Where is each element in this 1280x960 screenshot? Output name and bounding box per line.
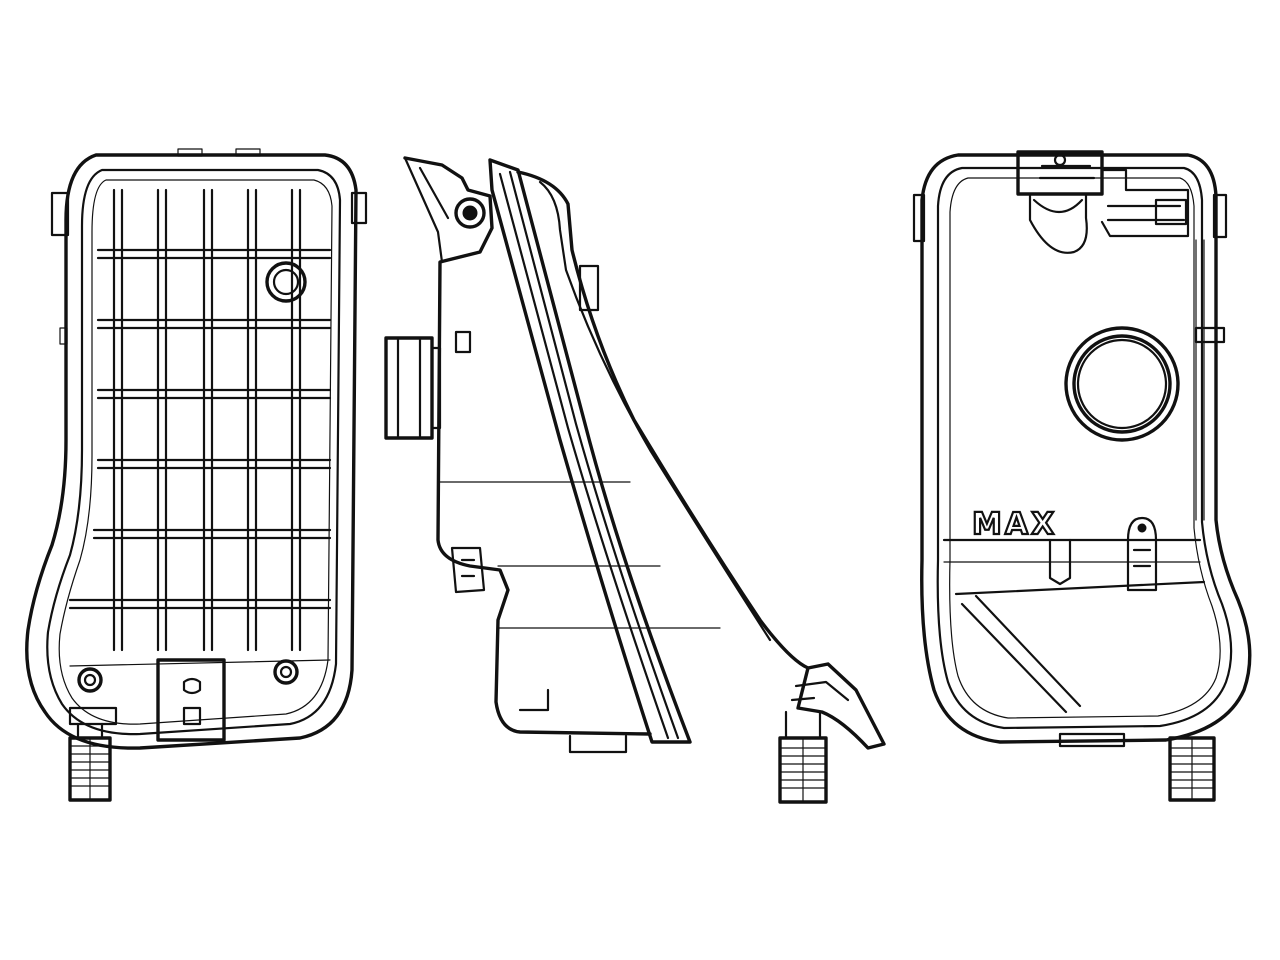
- front-inner-shell: [46, 168, 342, 736]
- side-small-clip: [454, 330, 472, 354]
- rear-bracket-clip: [1154, 198, 1188, 226]
- front-inner-shell-2: [58, 179, 333, 725]
- side-bolt-inner: [462, 205, 478, 221]
- rear-outer-shell: [920, 153, 1252, 744]
- front-top-tab-1: [177, 148, 203, 157]
- side-shell-clip: [578, 264, 600, 312]
- side-outlet-pipe: [778, 710, 828, 804]
- front-grid-vertical-ribs: [112, 188, 302, 652]
- front-mount-left-inner: [83, 673, 97, 687]
- side-duct-inner-2: [508, 170, 680, 740]
- side-right-nozzle-inner: [790, 680, 850, 702]
- side-bottom-tab: [518, 688, 628, 754]
- front-outer-shell: [25, 153, 358, 750]
- side-inlet-pipe: [384, 336, 442, 440]
- side-bolt: [454, 197, 486, 229]
- side-right-shell-inner: [538, 180, 772, 642]
- side-duct-inner-1: [498, 172, 670, 740]
- rear-inner-shell-2: [949, 177, 1221, 719]
- front-outlet-pipe: [68, 706, 118, 802]
- front-top-tab-2: [235, 148, 261, 157]
- rear-left-tab: [912, 193, 926, 243]
- rear-max-marking: MAX: [972, 507, 1057, 542]
- rear-bottom-rib: [954, 580, 1206, 714]
- front-mount-right-inner: [279, 665, 293, 679]
- front-boss-detail: [182, 677, 202, 726]
- front-left-tab: [50, 191, 70, 237]
- front-grid-horizontal-ribs: [68, 248, 332, 610]
- rear-sensor-bracket: [1126, 516, 1158, 592]
- side-view: [384, 156, 886, 804]
- front-bottom-boss: [156, 658, 226, 742]
- rear-right-tab: [1212, 193, 1228, 239]
- rear-view: MAX: [912, 150, 1252, 802]
- rear-right-edge-line: [1195, 239, 1205, 521]
- side-lower-clip: [450, 546, 486, 594]
- rear-right-clip: [1194, 326, 1226, 344]
- side-top-bracket: [403, 156, 450, 264]
- front-mount-left: [77, 667, 103, 693]
- rear-port-ring: [1072, 334, 1172, 434]
- rear-port-inner: [1076, 338, 1168, 430]
- front-right-tab: [350, 191, 368, 225]
- front-left-clip: [59, 327, 68, 345]
- side-diagonal-duct: [488, 158, 692, 744]
- front-port-inner: [272, 268, 300, 296]
- rear-cap-bracket: [1100, 168, 1190, 238]
- front-mount-right: [273, 659, 299, 685]
- side-body-outline: [403, 156, 652, 736]
- rear-level-pin: [1048, 538, 1072, 586]
- rear-outlet-pipe: [1168, 736, 1216, 802]
- rear-filler-cap: [1016, 150, 1104, 254]
- front-view: [25, 148, 368, 802]
- side-right-nozzle: [796, 662, 886, 750]
- rear-inner-shell: [936, 166, 1233, 730]
- rear-bottom-flange: [1058, 732, 1126, 748]
- rear-port-outer: [1064, 326, 1180, 442]
- front-port-ring: [265, 261, 307, 303]
